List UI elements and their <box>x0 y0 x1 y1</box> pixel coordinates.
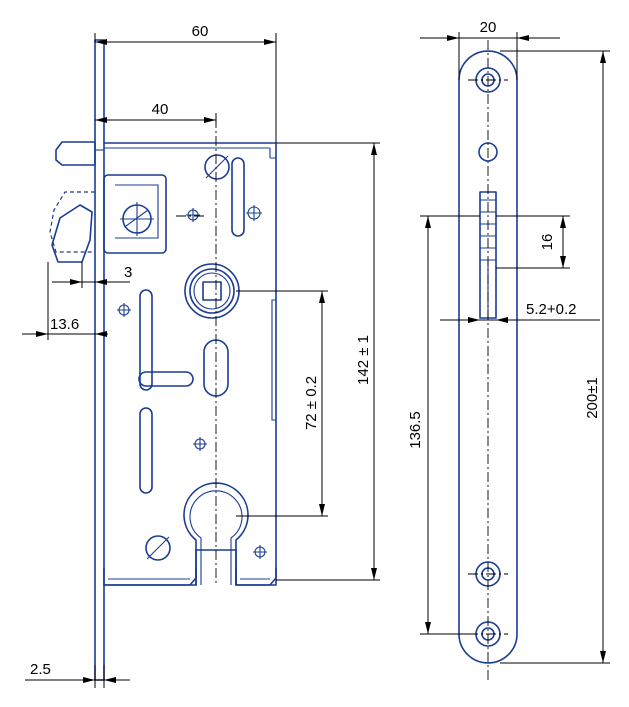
screw-hole-bottom <box>145 535 171 561</box>
screw-hole-top <box>204 154 230 180</box>
dim-label-60: 60 <box>192 23 209 40</box>
dim-label-40: 40 <box>152 101 169 118</box>
dim-label-200: 200±1 <box>584 377 601 419</box>
dimension-faceplate-2-5: 2.5 <box>25 661 130 688</box>
dimension-200: 200±1 <box>500 50 610 664</box>
dim-label-20: 20 <box>480 19 497 36</box>
dimension-width-60: 60 <box>94 23 277 143</box>
dim-label-72: 72 ± 0.2 <box>303 376 320 430</box>
dimension-latch-3: 3 <box>52 262 132 288</box>
latch-retracted <box>49 191 95 253</box>
bottom-flange-right <box>235 567 277 586</box>
slot-lower-left <box>139 407 153 494</box>
dimension-142: 142 ± 1 <box>276 142 380 581</box>
latch-bolt <box>55 141 96 166</box>
latch-housing <box>103 174 167 254</box>
dimension-136-5: 136.5 <box>407 215 480 635</box>
dimension-slot-5-2: 5.2+0.2 <box>440 301 600 323</box>
dim-label-13-6: 13.6 <box>50 316 79 333</box>
slot-horizontal <box>138 371 194 387</box>
dim-label-2-5: 2.5 <box>30 661 51 678</box>
faceplate-outline <box>458 50 518 664</box>
faceplate <box>94 39 105 681</box>
dim-label-3: 3 <box>124 264 132 281</box>
dim-label-5-2: 5.2+0.2 <box>526 301 576 318</box>
dimension-latch-13-6: 13.6 <box>22 262 108 340</box>
slot-upper <box>231 157 245 237</box>
faceplate-front-view <box>458 40 518 680</box>
dimension-72: 72 ± 0.2 <box>236 290 328 517</box>
latch-slot <box>479 191 497 319</box>
dim-label-142: 142 ± 1 <box>355 335 372 385</box>
dimension-plate-20: 20 <box>420 19 560 80</box>
follower-outer <box>184 263 240 319</box>
bottom-flange-left <box>103 567 197 586</box>
follower-square <box>202 281 222 301</box>
dim-label-136-5: 136.5 <box>407 411 424 449</box>
dimension-backset-40: 40 <box>95 101 217 125</box>
slot-long-left <box>139 289 153 391</box>
dimension-slot-16: 16 <box>496 215 570 269</box>
lock-body-side-view <box>49 39 277 681</box>
dim-label-16: 16 <box>539 234 556 251</box>
